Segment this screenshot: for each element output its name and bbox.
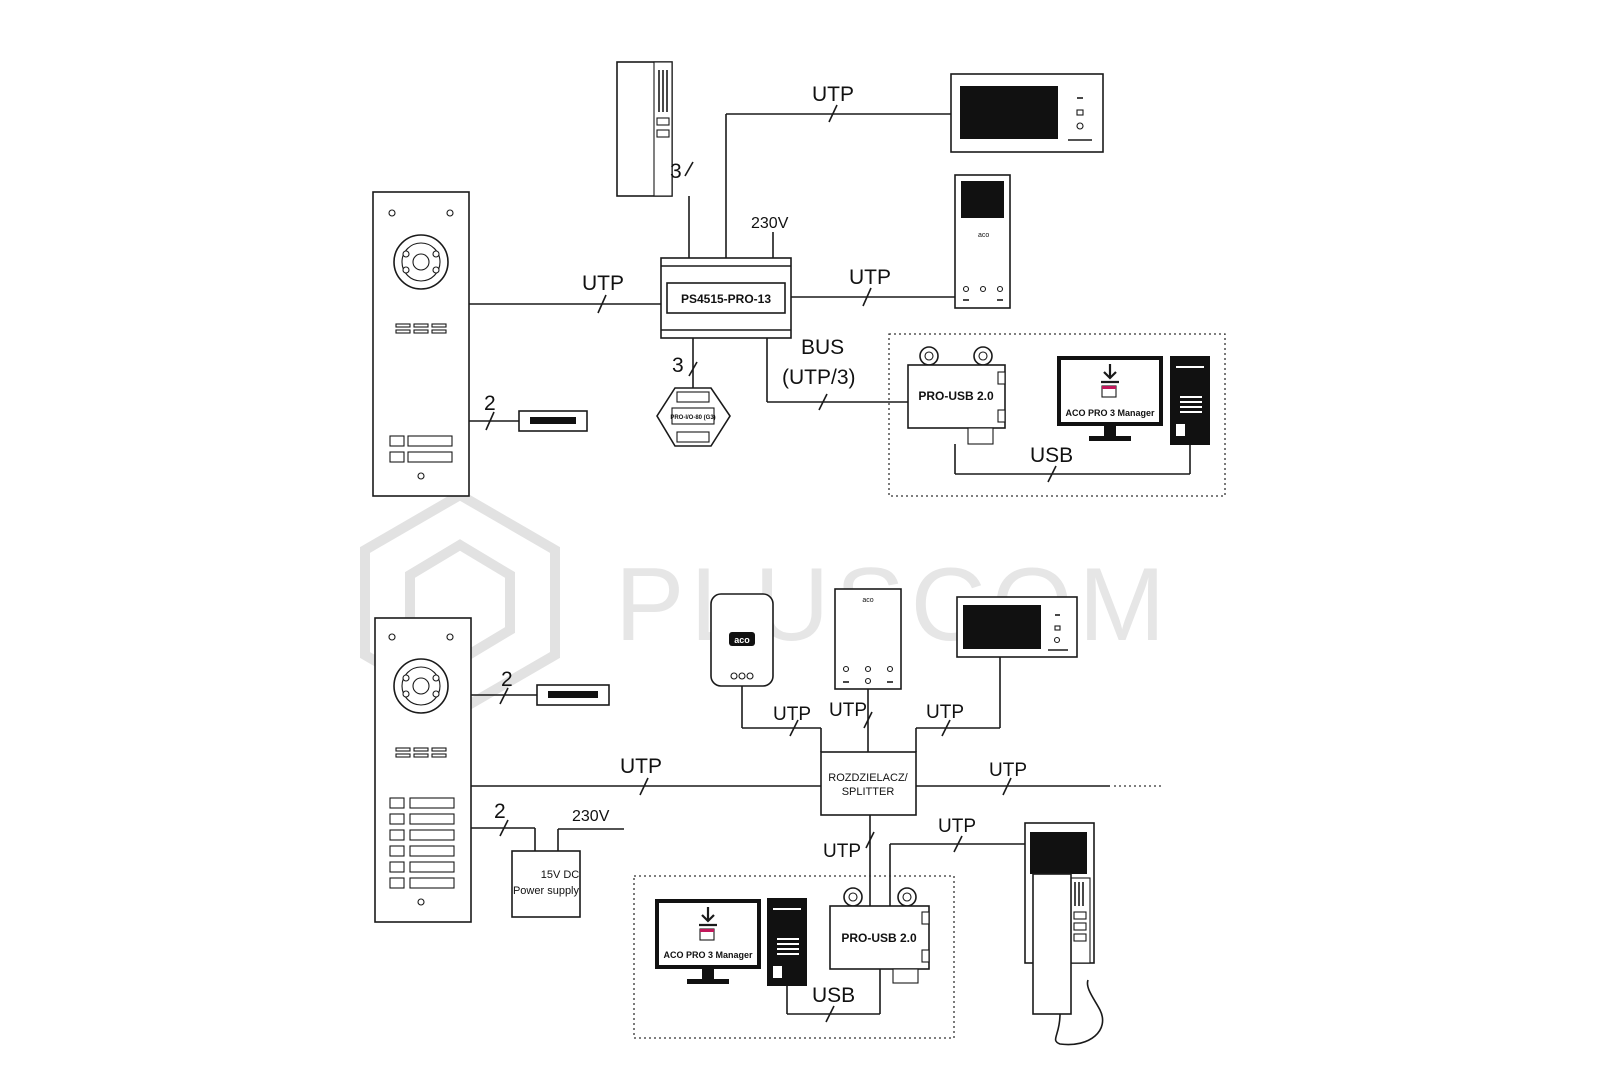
pro-usb-top: PRO-USB 2.0 [907, 346, 1006, 445]
manager-top-label: ACO PRO 3 Manager [1065, 408, 1155, 418]
power-supply-15v: 15V DC Power supply [511, 850, 581, 918]
psu-label-2: Power supply [513, 885, 580, 897]
video-handset-bottom [1024, 822, 1104, 1046]
audio-intercom-bottom: aco [834, 588, 902, 690]
label-bus-type: (UTP/3) [782, 366, 856, 389]
label-2-psu: 2 [494, 800, 506, 823]
aco-badge-label: aco [734, 635, 750, 645]
door-panel-bottom [374, 617, 472, 923]
electric-lock-top [518, 410, 588, 432]
video-monitor-top [950, 73, 1104, 153]
video-monitor-bottom [956, 596, 1078, 658]
label-utp-monitor-top: UTP [812, 83, 854, 106]
label-utp-usb: UTP [823, 841, 861, 862]
pro-usb-bottom-label: PRO-USB 2.0 [841, 931, 917, 945]
manager-bottom-label: ACO PRO 3 Manager [663, 950, 753, 960]
electric-lock-bottom [536, 684, 610, 706]
usb-slash-top [1047, 465, 1057, 483]
ps4515-power-supply: PS4515-PRO-13 [660, 257, 792, 339]
splitter: ROZDZIELACZ/ SPLITTER [820, 751, 917, 816]
splitter-label-1: ROZDZIELACZ/ [828, 772, 908, 784]
label-3-io: 3 [672, 354, 684, 377]
label-bus: BUS [801, 336, 844, 359]
top-wiring [469, 104, 955, 431]
brand-label: aco [978, 232, 989, 239]
pc-monitor-bottom: ACO PRO 3 Manager [655, 899, 761, 984]
config-group-bottom [633, 875, 955, 1039]
label-utp-panel-bottom: UTP [620, 755, 662, 778]
usb-slash-bottom [825, 1005, 835, 1023]
pro-io-label: PRO-I/O-80 (G3) [670, 415, 715, 421]
label-utp-intercom-top: UTP [849, 266, 891, 289]
label-3-handset-top: 3 [670, 160, 682, 183]
pc-tower-top [1170, 356, 1210, 445]
label-usb-bottom: USB [812, 984, 855, 1007]
label-utp-continue: UTP [989, 760, 1027, 781]
ps4515-label: PS4515-PRO-13 [681, 292, 771, 306]
pro-usb-top-label: PRO-USB 2.0 [918, 389, 994, 403]
pro-usb-bottom: PRO-USB 2.0 [829, 887, 930, 984]
audio-handset-top [616, 61, 673, 197]
label-2-lock-top: 2 [484, 392, 496, 415]
label-utp-monitor-bottom: UTP [926, 702, 964, 723]
label-2-lock-bottom: 2 [501, 668, 513, 691]
label-utp-intercom-bottom: UTP [829, 700, 867, 721]
label-utp-panel-top: UTP [582, 272, 624, 295]
pc-tower-bottom [767, 898, 807, 986]
pc-monitor-top: ACO PRO 3 Manager [1057, 356, 1163, 441]
bottom-wiring [471, 657, 1162, 910]
config-group-top [888, 333, 1226, 497]
door-panel-top [372, 191, 470, 497]
label-utp-gsm: UTP [773, 704, 811, 725]
aco-device: aco [710, 593, 774, 687]
pro-io-module: PRO-I/O-80 (G3) [656, 387, 731, 447]
label-230v-bottom: 230V [572, 808, 610, 825]
psu-label-1: 15V DC [541, 869, 580, 881]
label-usb-top: USB [1030, 444, 1073, 467]
splitter-label-2: SPLITTER [842, 786, 895, 798]
label-230v-top: 230V [751, 215, 789, 232]
label-utp-handset: UTP [938, 816, 976, 837]
video-intercom-top: aco [954, 174, 1011, 309]
brand-label-bottom: aco [862, 597, 873, 604]
